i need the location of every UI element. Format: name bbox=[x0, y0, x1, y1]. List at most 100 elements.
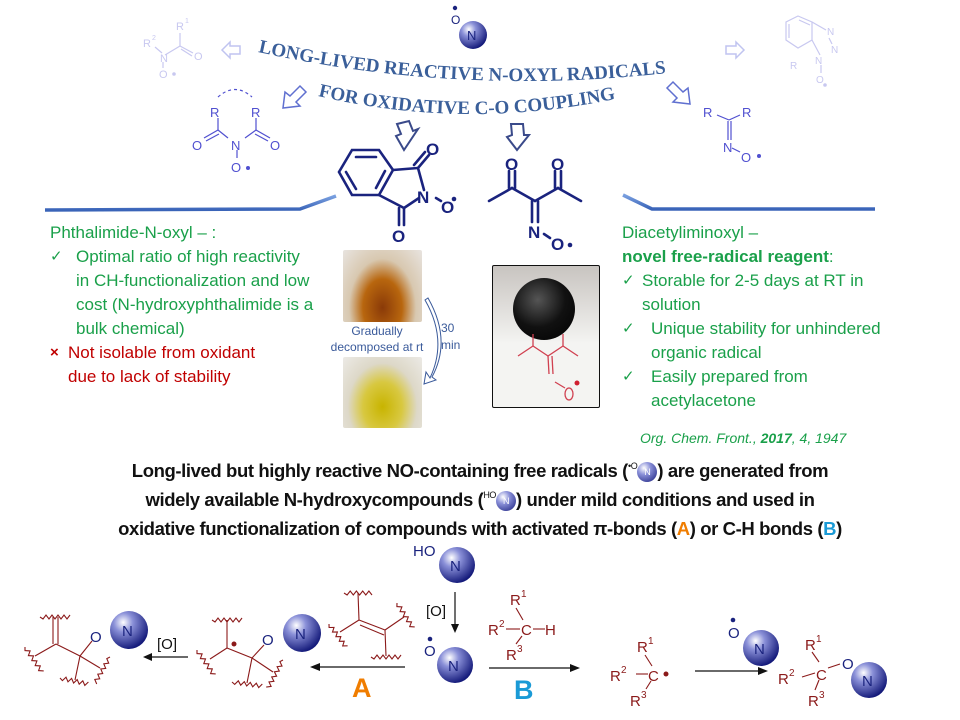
flask-photo-fresh bbox=[343, 250, 422, 322]
svg-text:R: R bbox=[210, 105, 219, 120]
svg-text:O: O bbox=[159, 69, 168, 81]
svg-text:C: C bbox=[648, 668, 659, 685]
svg-text:O: O bbox=[816, 75, 824, 86]
iminoxyl-structure: R R NO bbox=[703, 105, 761, 165]
svg-text:H: H bbox=[545, 622, 556, 639]
path-b-arrow: B bbox=[489, 664, 580, 705]
svg-text:1: 1 bbox=[521, 589, 527, 600]
pro-item: ✓Storable for 2-5 days at RT in solution bbox=[622, 269, 922, 317]
wavy-bond-line bbox=[396, 602, 415, 628]
svg-text:N: N bbox=[448, 658, 459, 675]
wavy-bond-line bbox=[343, 590, 373, 596]
n-hydroxy-sphere: N HO bbox=[413, 543, 475, 583]
check-icon: ✓ bbox=[50, 248, 63, 265]
summary-line-2: widely available N-hydroxycompounds (HON… bbox=[145, 489, 815, 512]
wavy-bond-line bbox=[59, 676, 89, 687]
svg-text:O: O bbox=[194, 51, 203, 63]
svg-text:1: 1 bbox=[816, 634, 822, 645]
decomposition-arrow-icon bbox=[423, 297, 442, 385]
svg-text:R: R bbox=[778, 671, 789, 688]
svg-text:R: R bbox=[488, 622, 499, 639]
svg-text:R: R bbox=[637, 639, 648, 656]
dark-flask bbox=[513, 278, 575, 340]
wavy-bond-line bbox=[24, 647, 44, 672]
svg-text:N: N bbox=[754, 641, 765, 658]
svg-text:R: R bbox=[630, 693, 641, 710]
svg-text:3: 3 bbox=[641, 690, 647, 701]
decomposition-caption: Gradually decomposed at rt bbox=[330, 324, 424, 354]
title-line-2: FOR OXIDATIVE C-O COUPLING bbox=[317, 80, 617, 119]
hollow-arrows bbox=[220, 40, 746, 152]
svg-text:R: R bbox=[251, 105, 260, 120]
svg-text:O: O bbox=[551, 155, 564, 174]
con-item: × Not isolable from oxidant due to lack … bbox=[50, 341, 340, 389]
cross-icon: × bbox=[50, 344, 59, 361]
svg-text:C: C bbox=[816, 667, 827, 684]
svg-text:A: A bbox=[352, 673, 372, 703]
svg-text:R: R bbox=[176, 21, 184, 33]
wavy-bond-line bbox=[94, 656, 111, 685]
svg-text:[O]: [O] bbox=[157, 636, 177, 653]
phthalimide-n-oxyl-description: Phthalimide-N-oxyl – : ✓ Optimal ratio o… bbox=[50, 221, 340, 389]
phthalimide-n-oxyl-structure: O N O O bbox=[337, 140, 457, 246]
summary-line-1: Long-lived but highly reactive NO-contai… bbox=[131, 460, 829, 483]
svg-text:O: O bbox=[192, 138, 202, 153]
svg-text:R: R bbox=[510, 592, 521, 609]
citation: Org. Chem. Front., 2017, 4, 1947 bbox=[640, 430, 847, 446]
svg-text:O: O bbox=[441, 198, 454, 217]
svg-text:N: N bbox=[295, 626, 306, 643]
wavy-bond-line bbox=[211, 617, 243, 623]
svg-text:O: O bbox=[551, 235, 564, 254]
svg-text:O: O bbox=[741, 150, 751, 165]
svg-text:R: R bbox=[742, 105, 751, 120]
alkene-oxygenation-product: O N bbox=[24, 611, 148, 687]
svg-text:O: O bbox=[842, 656, 854, 673]
svg-text:N: N bbox=[723, 140, 732, 155]
svg-text:N: N bbox=[231, 138, 240, 153]
n-oxyl-radical-sphere: N O bbox=[424, 636, 473, 683]
check-icon: ✓ bbox=[622, 272, 635, 289]
svg-text:O: O bbox=[90, 629, 102, 646]
svg-text:1: 1 bbox=[185, 18, 189, 25]
wavy-bond-line bbox=[196, 650, 216, 675]
oxidation-arrow: [O] bbox=[426, 592, 459, 633]
wavy-bond-line bbox=[266, 659, 284, 688]
svg-text:O: O bbox=[728, 625, 740, 642]
svg-text:2: 2 bbox=[499, 619, 505, 630]
left-heading: Phthalimide-N-oxyl – : bbox=[50, 223, 217, 242]
svg-text:N: N bbox=[528, 223, 540, 242]
svg-text:2: 2 bbox=[789, 668, 795, 679]
svg-text:[O]: [O] bbox=[426, 603, 446, 620]
pro-item: ✓ Optimal ratio of high reactivity in CH… bbox=[50, 245, 340, 341]
svg-text:R: R bbox=[143, 38, 151, 50]
svg-text:N: N bbox=[827, 27, 834, 38]
svg-text:O: O bbox=[231, 160, 241, 175]
svg-text:O: O bbox=[262, 632, 274, 649]
svg-text:3: 3 bbox=[819, 690, 825, 701]
alkene-substrate bbox=[328, 590, 415, 660]
oxidation-arrow-a: [O] bbox=[143, 636, 188, 661]
svg-text:O: O bbox=[505, 155, 518, 174]
svg-text:HO: HO bbox=[413, 543, 436, 560]
benzotriazole-n-oxyl-structure: NN NR O bbox=[785, 15, 838, 87]
svg-text:O: O bbox=[451, 13, 460, 27]
handwritten-structure bbox=[517, 334, 580, 401]
svg-text:N: N bbox=[862, 673, 873, 690]
svg-text:N: N bbox=[417, 188, 429, 207]
divider-left bbox=[44, 194, 337, 212]
n-oxyl-sphere-top: N O bbox=[451, 5, 487, 49]
svg-text:N: N bbox=[160, 53, 168, 65]
svg-text:R: R bbox=[703, 105, 712, 120]
svg-text:O: O bbox=[270, 138, 280, 153]
svg-text:R: R bbox=[610, 668, 621, 685]
wavy-bond-line bbox=[231, 679, 263, 689]
svg-text:O: O bbox=[392, 227, 405, 246]
wavy-bond-line bbox=[39, 614, 71, 620]
title-line-1: LONG-LIVED REACTIVE N-OXYL RADICALS bbox=[257, 36, 667, 86]
pro-item: ✓Unique stability for unhindered organic… bbox=[622, 317, 922, 365]
svg-text:2: 2 bbox=[621, 665, 627, 676]
